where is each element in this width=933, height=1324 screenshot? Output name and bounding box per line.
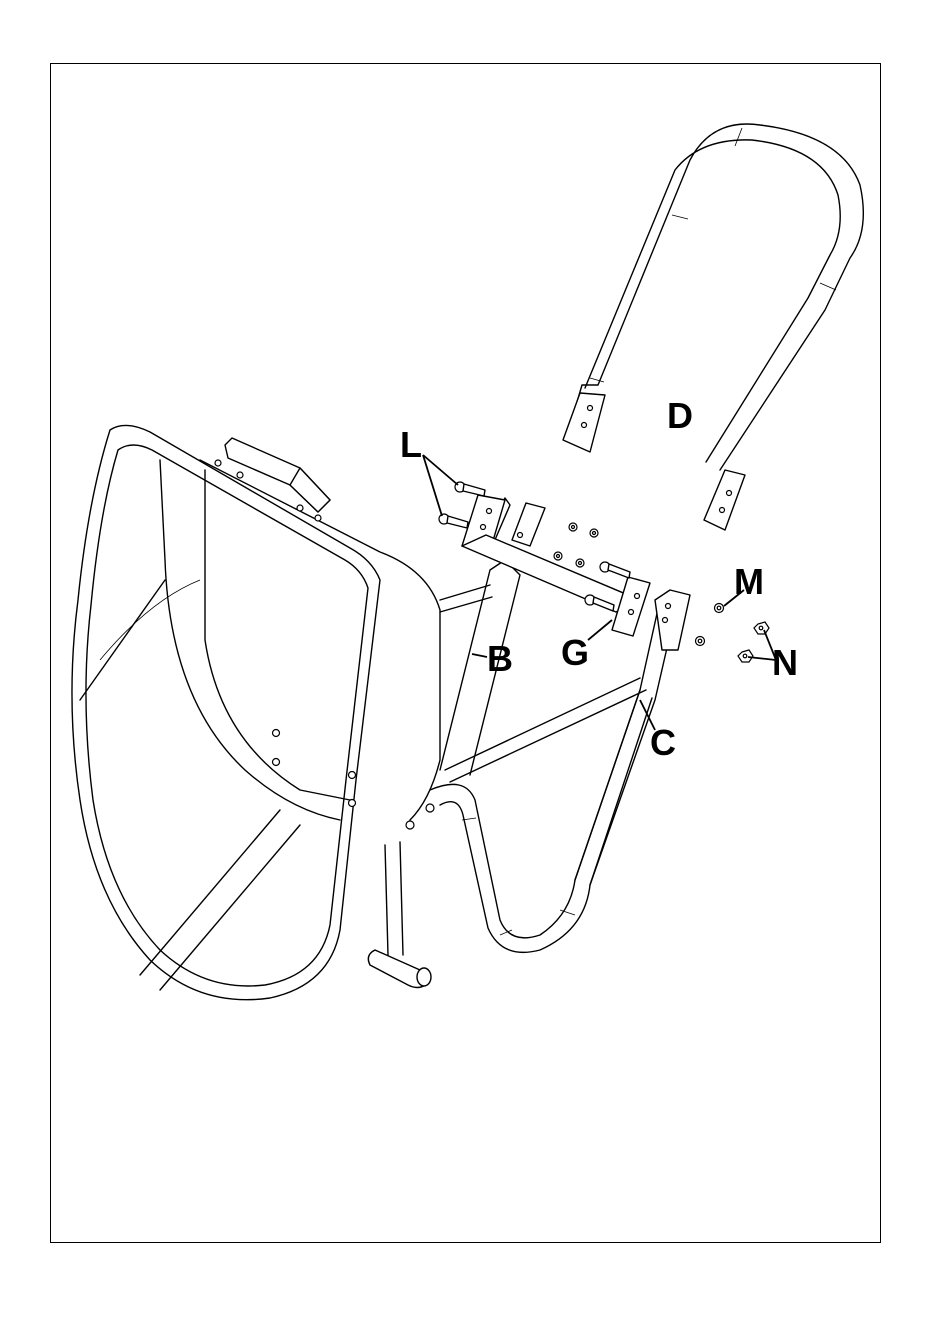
label-b: B	[487, 638, 513, 679]
label-l: L	[400, 424, 422, 465]
label-m: M	[734, 561, 764, 602]
bolt-icon	[349, 772, 356, 779]
wheelbarrow-tray	[72, 425, 440, 999]
part-m-washers	[696, 604, 724, 646]
bolt-icon	[406, 821, 414, 829]
hole-icon	[720, 508, 725, 513]
part-d-handle	[563, 124, 863, 530]
part-n-nuts	[738, 622, 769, 662]
hole-icon	[518, 533, 523, 538]
bolt-icon	[273, 759, 280, 766]
bolt-icon	[273, 730, 280, 737]
hole-icon	[629, 610, 634, 615]
bolt-icon	[426, 804, 434, 812]
bolt-icon	[297, 505, 303, 511]
loose-hardware	[554, 523, 598, 567]
hole-icon	[481, 525, 486, 530]
label-d: D	[667, 395, 693, 436]
hole-icon	[588, 406, 593, 411]
leg-frame	[368, 690, 652, 988]
bolt-icon	[237, 472, 243, 478]
hole-icon	[663, 618, 668, 623]
hole-icon	[727, 491, 732, 496]
label-g: G	[561, 632, 589, 673]
hole-icon	[635, 594, 640, 599]
bolt-icon	[349, 800, 356, 807]
hole-icon	[666, 604, 671, 609]
part-g-bracket	[462, 495, 650, 636]
label-c: C	[650, 722, 676, 763]
bolt-icon	[215, 460, 221, 466]
label-n: N	[772, 642, 798, 683]
hole-icon	[582, 423, 587, 428]
bolt-icon	[315, 515, 321, 521]
hole-icon	[487, 509, 492, 514]
